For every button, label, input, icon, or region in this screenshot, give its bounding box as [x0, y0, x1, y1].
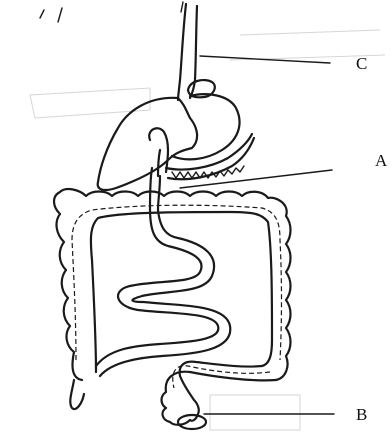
- scan-artifacts: [30, 30, 385, 430]
- bile-duct-inner: [158, 150, 160, 176]
- stray-marks: [40, 2, 183, 22]
- label-a: A: [375, 151, 388, 170]
- duodenum-connection: [150, 168, 152, 208]
- label-c: C: [356, 54, 367, 73]
- esophagus: [178, 4, 186, 100]
- label-b: B: [356, 405, 367, 424]
- small-intestine: [96, 208, 230, 376]
